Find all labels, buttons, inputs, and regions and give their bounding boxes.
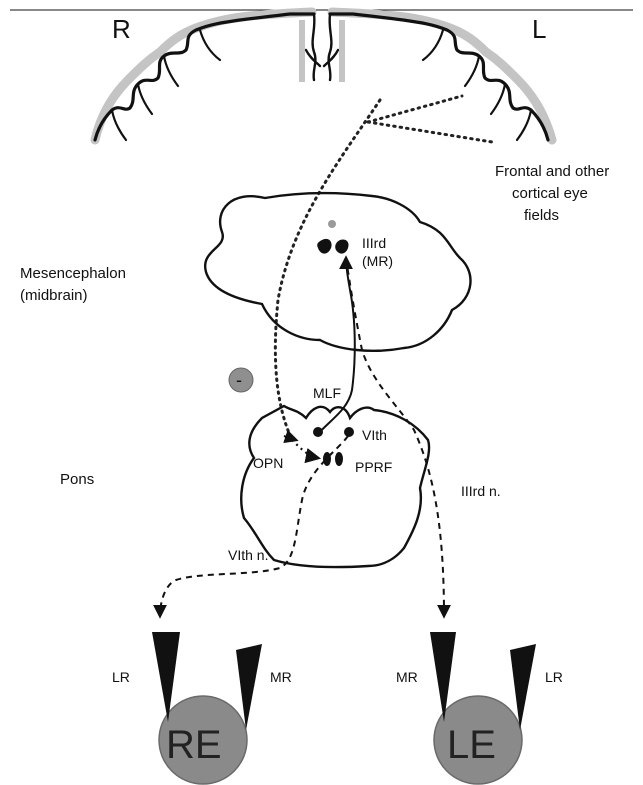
mesencephalon-label-2: (midbrain) (20, 287, 88, 304)
cortical-eye-field-label-3: fields (524, 207, 559, 224)
iiird-nucleus-label-1: IIIrd (362, 235, 386, 251)
pons-label: Pons (60, 471, 94, 488)
cerebral-cortex (95, 12, 552, 140)
le-medial-rectus-label: MR (396, 669, 418, 685)
right-eye-label: RE (166, 723, 222, 767)
iiird-nerve-pathway (346, 258, 444, 616)
inhibitory-sign-label: - (236, 370, 242, 390)
le-lateral-rectus-label: LR (545, 669, 563, 685)
iiird-nerve-label: IIIrd n. (461, 483, 501, 499)
side-right-label: R (112, 14, 131, 44)
midline-fissure-left (306, 14, 320, 80)
iiird-nucleus-left-lobe (317, 239, 331, 254)
dotted-projection-lower (368, 122, 492, 142)
side-left-label: L (532, 14, 546, 44)
vith-nerve-label: VIth n. (228, 547, 268, 563)
re-medial-rectus-label: MR (270, 669, 292, 685)
midline-gray-band (302, 20, 342, 82)
vith-label: VIth (362, 427, 387, 443)
opn-dot (313, 427, 323, 437)
left-eye-label: LE (447, 723, 496, 767)
opn-to-pprf-dotted (292, 440, 318, 458)
pprf-right-dot (335, 452, 343, 466)
midbrain-outline (205, 193, 470, 351)
mlf-label: MLF (313, 385, 341, 401)
gray-nucleus-dot (328, 220, 336, 228)
cortical-eye-field-label-2: cortical eye (512, 185, 588, 202)
pons-outline (241, 406, 429, 567)
opn-label: OPN (253, 455, 283, 471)
iiird-nucleus-right-lobe (335, 239, 348, 253)
right-eye-group: RE LR MR (112, 632, 292, 784)
mesencephalon-label-1: Mesencephalon (20, 265, 126, 282)
pprf-label: PPRF (355, 459, 392, 475)
re-lateral-rectus-label: LR (112, 669, 130, 685)
dotted-projection-upper (368, 96, 462, 122)
cortical-eye-field-label-1: Frontal and other (495, 163, 609, 180)
iiird-nucleus-label-2: (MR) (362, 253, 393, 269)
left-eye-group: LE MR LR (396, 632, 563, 784)
vith-nucleus-dot (344, 427, 354, 437)
midline-fissure-right (324, 14, 338, 80)
